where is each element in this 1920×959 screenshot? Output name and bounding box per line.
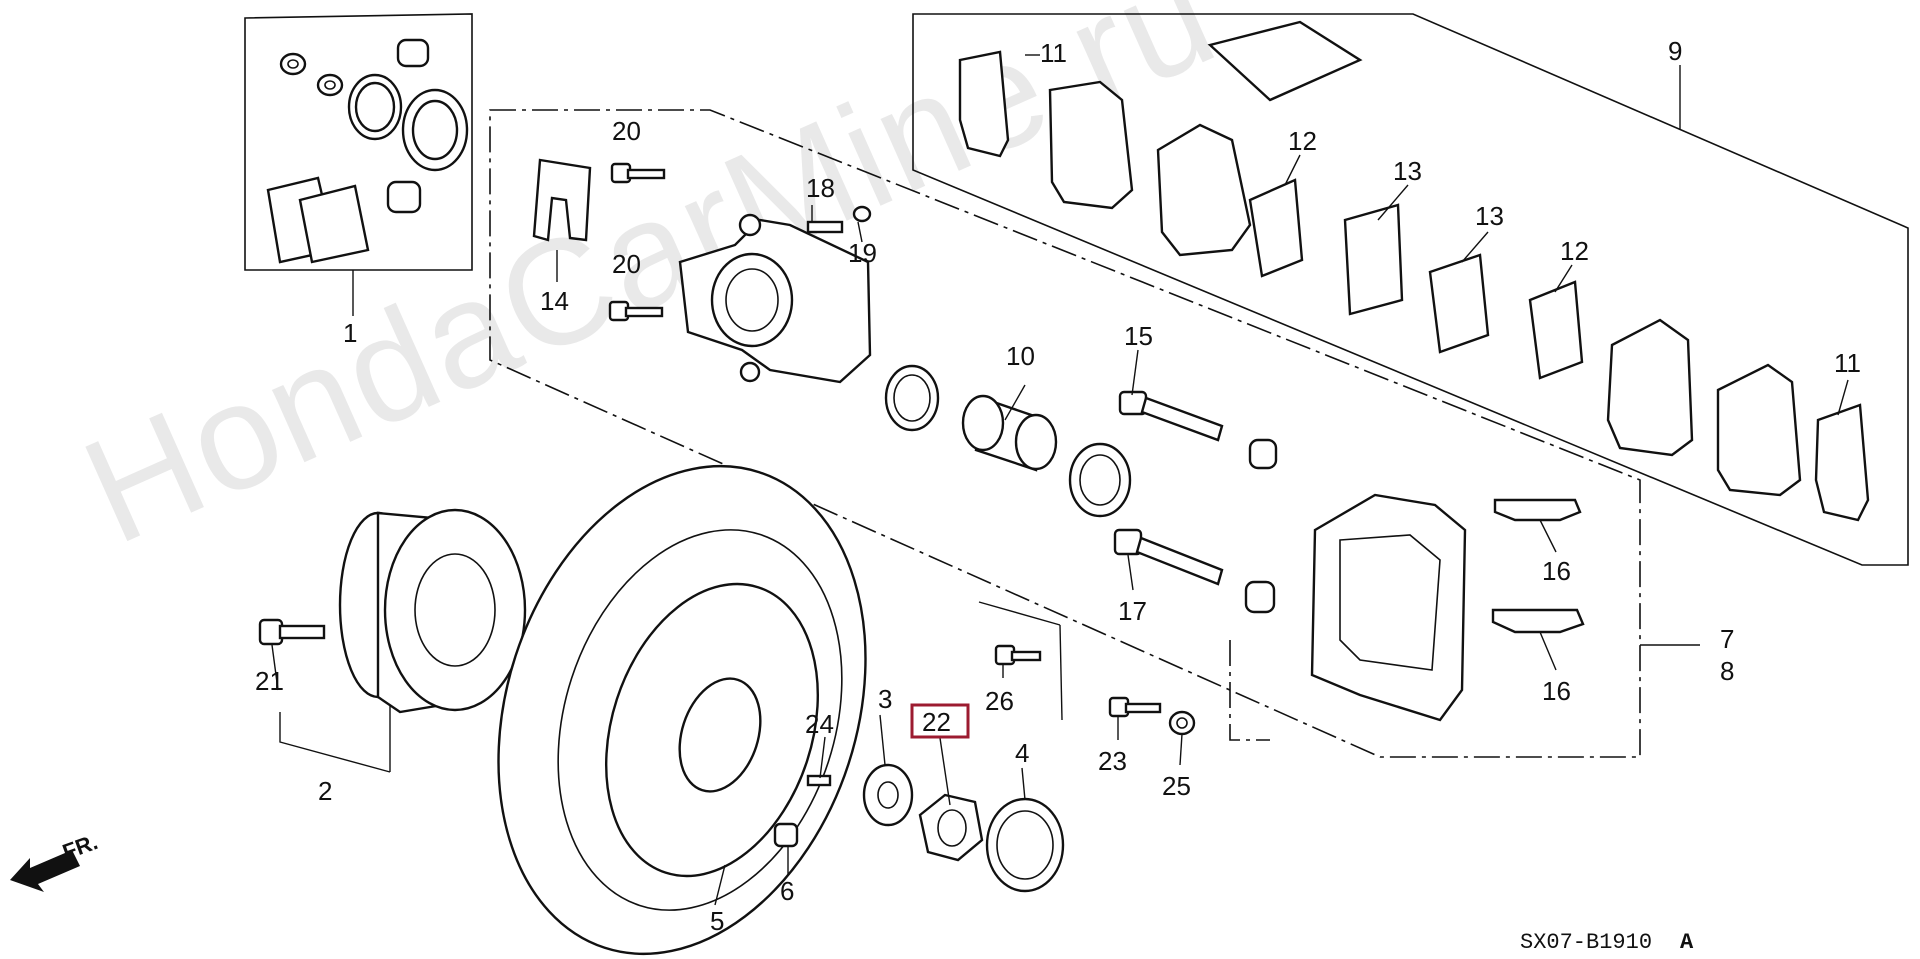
pad-shim-clip-upper bbox=[1493, 498, 1582, 522]
seal-kit-box bbox=[244, 13, 473, 271]
callout-10: 10 bbox=[1006, 341, 1035, 371]
bleeder-screw bbox=[806, 220, 844, 234]
front-label: FR. bbox=[59, 829, 101, 865]
callout-21: 21 bbox=[255, 666, 284, 696]
brake-pad-wear-indicator bbox=[1156, 123, 1252, 257]
callout-6: 6 bbox=[780, 876, 794, 906]
guide-pin-15 bbox=[1118, 390, 1224, 442]
caliper-body bbox=[678, 213, 872, 384]
shim-12-upper bbox=[1248, 178, 1304, 278]
front-arrow-icon bbox=[10, 850, 80, 892]
callout-15: 15 bbox=[1124, 321, 1153, 351]
callout-17: 17 bbox=[1118, 596, 1147, 626]
pad-grease-packet bbox=[1207, 20, 1363, 102]
bolt-26 bbox=[994, 644, 1042, 666]
callout-16-upper: 16 bbox=[1542, 556, 1571, 586]
wheel-stud-6 bbox=[773, 822, 799, 848]
spindle-nut-22 bbox=[918, 793, 984, 862]
callout-13-lower: 13 bbox=[1475, 201, 1504, 231]
bolt-20-upper bbox=[610, 162, 666, 184]
callout-19: 19 bbox=[848, 238, 877, 268]
pin-boot-lower bbox=[1244, 580, 1276, 614]
callout-9: 9 bbox=[1668, 36, 1682, 66]
callout-2: 2 bbox=[318, 776, 332, 806]
guide-pin-17 bbox=[1113, 528, 1224, 586]
callout-12-lower: 12 bbox=[1560, 236, 1589, 266]
shim-12-lower bbox=[1528, 280, 1584, 380]
piston bbox=[961, 394, 1058, 472]
pad-shim-clip-lower bbox=[1491, 608, 1585, 634]
callout-12-upper: 12 bbox=[1288, 126, 1317, 156]
mounting-bolts-box bbox=[1229, 640, 1270, 741]
callout-7: 7 bbox=[1720, 624, 1734, 654]
diagram-code: SX07-B1910 bbox=[1520, 930, 1652, 955]
spindle-washer-3 bbox=[862, 763, 914, 827]
shim-11-upper bbox=[958, 50, 1010, 158]
leader-lines bbox=[271, 54, 1849, 906]
caliper-assembly-box bbox=[489, 109, 1641, 758]
hub-bolt bbox=[258, 618, 326, 646]
brake-pad-upper-left bbox=[1048, 80, 1134, 210]
hub-cap-4 bbox=[985, 797, 1065, 893]
brake-disc-rotor bbox=[497, 464, 867, 956]
pad-set-box bbox=[912, 13, 1909, 566]
callout-3: 3 bbox=[878, 684, 892, 714]
shim-13-lower bbox=[1428, 253, 1490, 354]
brake-pad-outer bbox=[1716, 363, 1802, 497]
callout-20-lower: 20 bbox=[612, 249, 641, 279]
piston-boot bbox=[1068, 442, 1132, 518]
callout-26: 26 bbox=[985, 686, 1014, 716]
callout-4: 4 bbox=[1015, 738, 1029, 768]
front-direction: FR. bbox=[10, 829, 101, 892]
callout-22: 22 bbox=[922, 707, 951, 737]
callout-11-lower: 11 bbox=[1834, 348, 1861, 378]
brake-pad-lower bbox=[1606, 318, 1694, 457]
hub-bearing-unit bbox=[338, 508, 527, 714]
callout-22-highlight[interactable]: 22 bbox=[910, 703, 970, 739]
callout-18: 18 bbox=[806, 173, 835, 203]
washer-25 bbox=[1168, 710, 1196, 736]
callout-14: 14 bbox=[540, 286, 569, 316]
callout-20-upper: 20 bbox=[612, 116, 641, 146]
bolt-20-lower bbox=[608, 300, 664, 322]
callout-13-upper: 13 bbox=[1393, 156, 1422, 186]
callout-24: 24 bbox=[805, 709, 834, 739]
callout-23: 23 bbox=[1098, 746, 1127, 776]
callout-5: 5 bbox=[710, 906, 724, 936]
callout-16-lower: 16 bbox=[1542, 676, 1571, 706]
bleeder-cap bbox=[852, 205, 872, 223]
callout-25: 25 bbox=[1162, 771, 1191, 801]
shim-11-lower bbox=[1814, 403, 1870, 522]
diagram-revision: A bbox=[1680, 930, 1694, 955]
pad-spring-clip bbox=[532, 158, 592, 242]
seal-kit-parts bbox=[266, 38, 469, 264]
callout-1: 1 bbox=[343, 318, 357, 348]
screw-24 bbox=[806, 774, 832, 787]
shim-13-upper bbox=[1343, 203, 1404, 316]
pin-boot-upper bbox=[1248, 438, 1278, 470]
callout-labels: 1 2 3 4 5 6 7 8 9 10 11 11 12 12 13 13 1… bbox=[255, 36, 1861, 936]
callout-8: 8 bbox=[1720, 656, 1734, 686]
bolt-23 bbox=[1108, 696, 1162, 718]
caliper-bracket bbox=[1310, 493, 1467, 722]
callout-11-upper: 11 bbox=[1040, 38, 1067, 68]
